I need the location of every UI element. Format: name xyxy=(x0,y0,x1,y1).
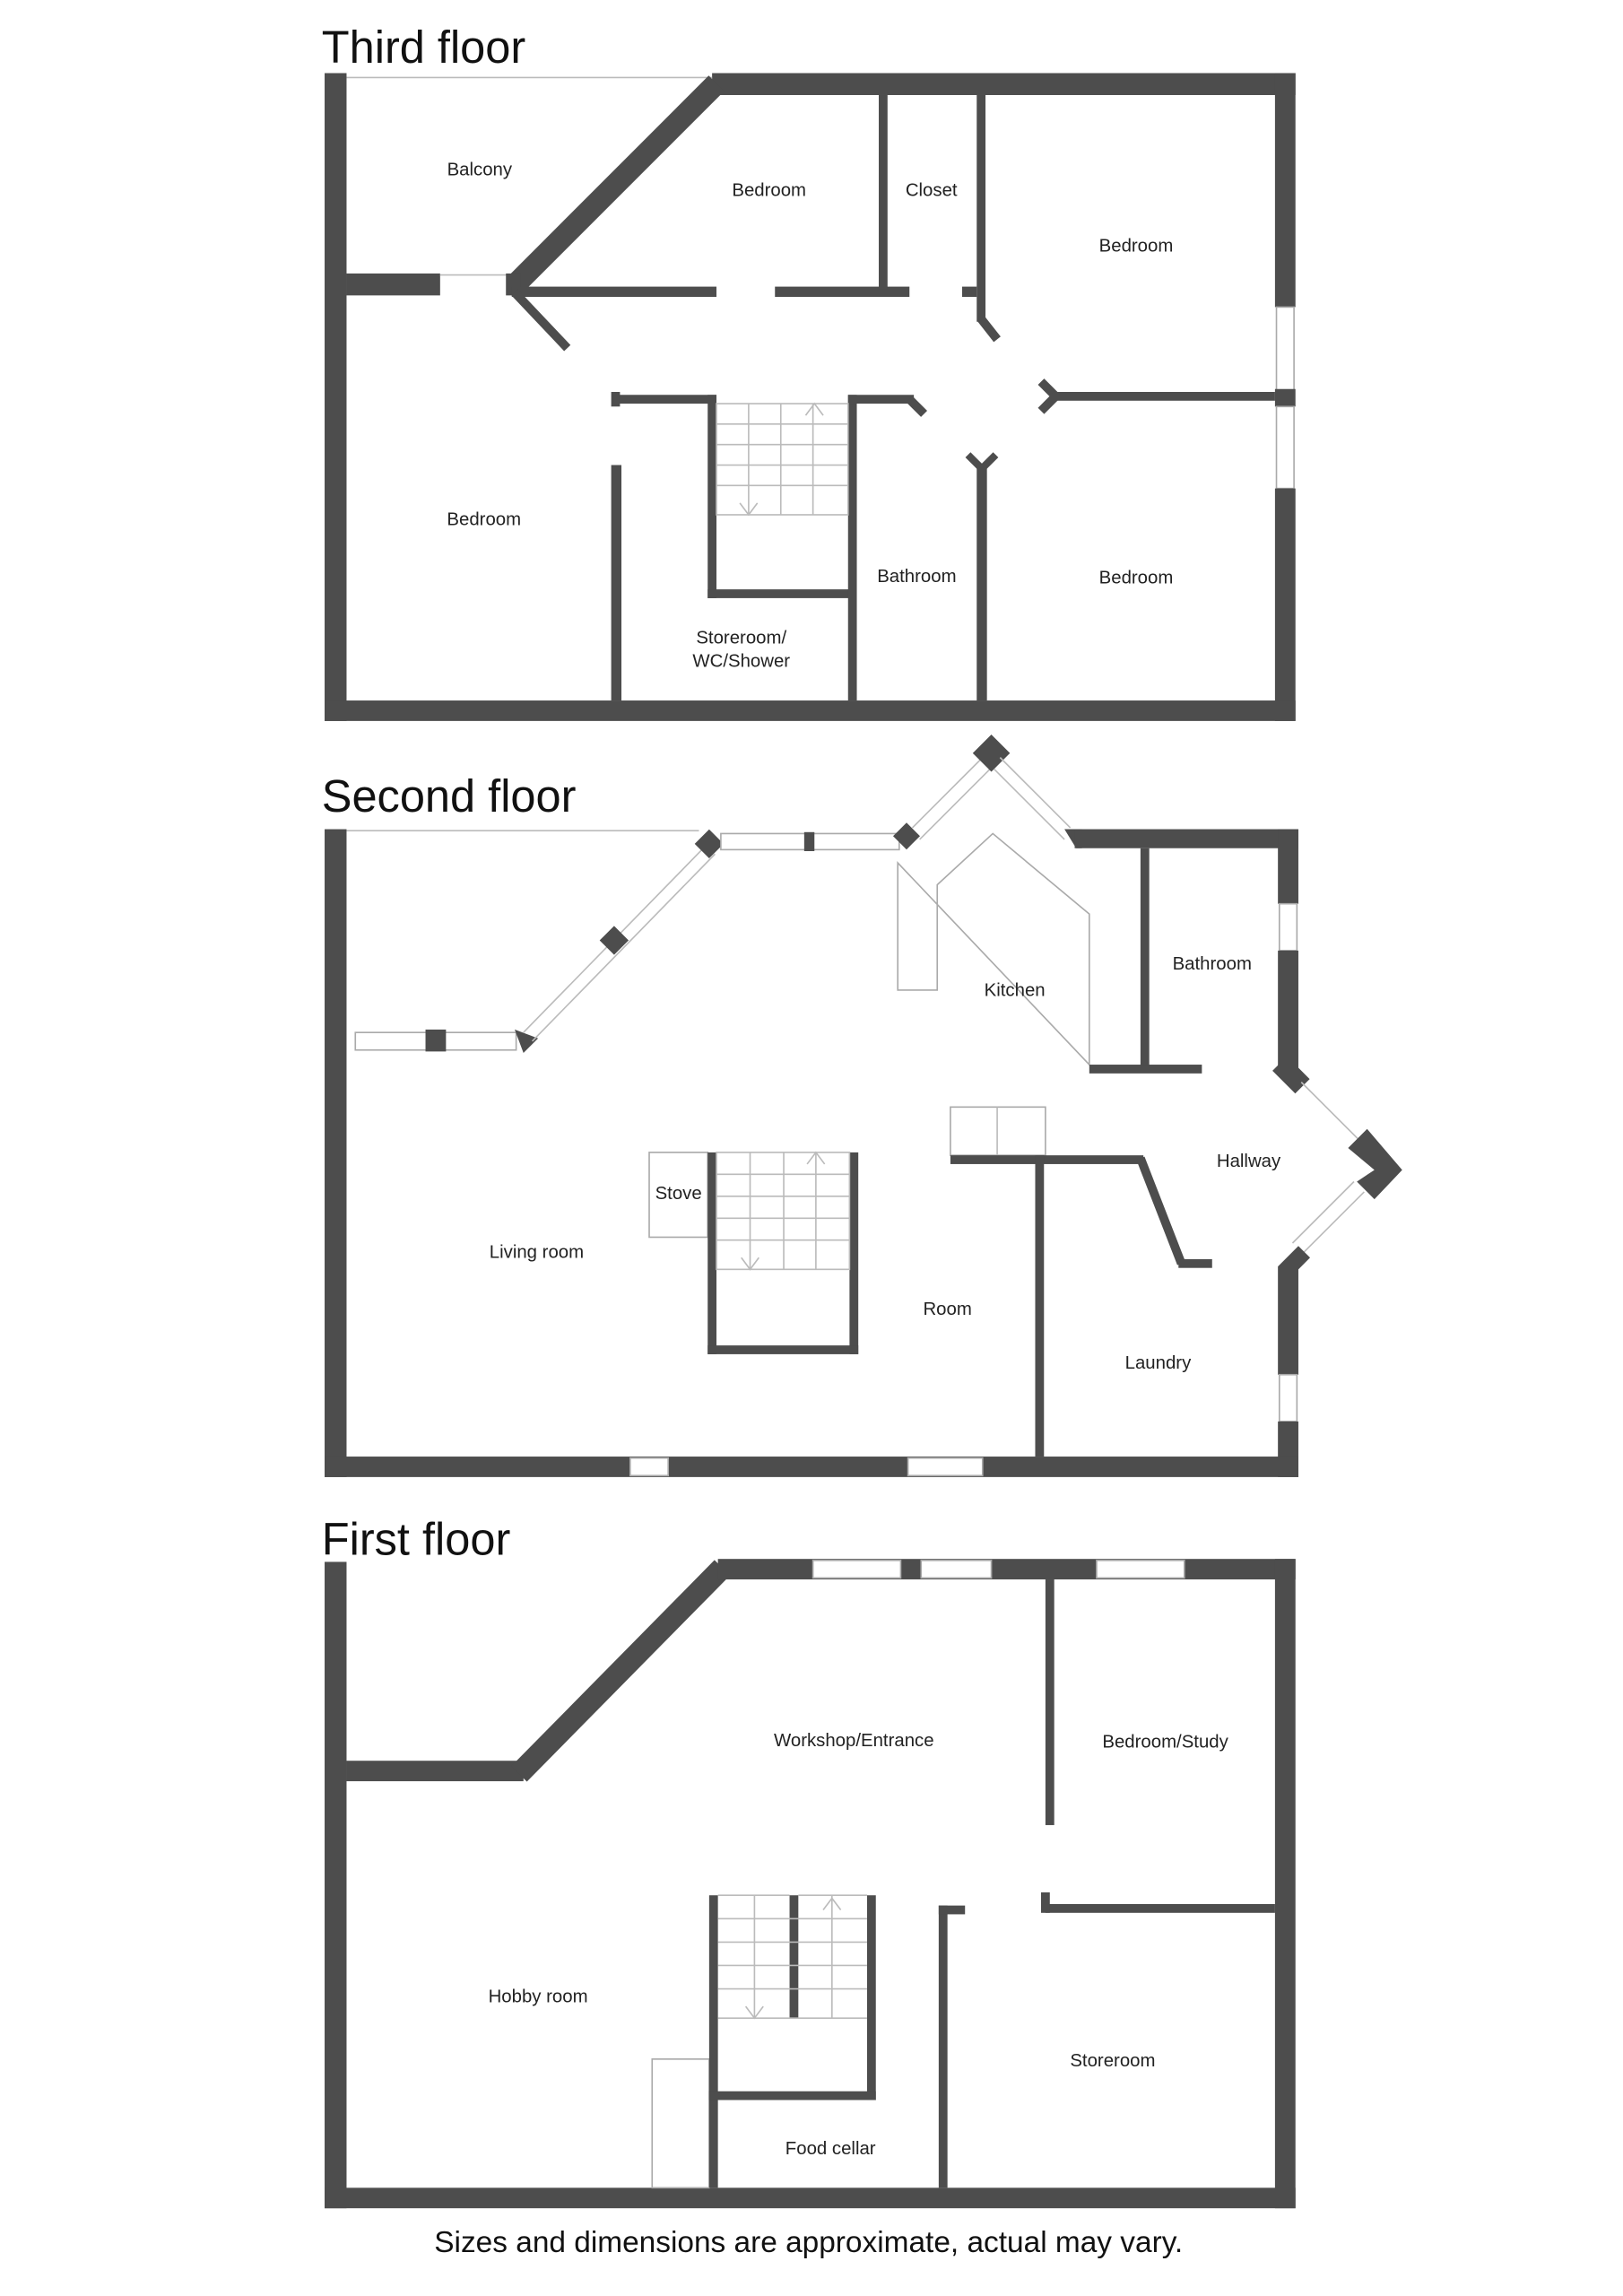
third-floor-stairs xyxy=(716,402,849,517)
second-floor-title: Second floor xyxy=(322,770,577,822)
room-label: Bedroom xyxy=(732,180,806,200)
room-label: Storeroom xyxy=(1070,2051,1155,2071)
room-label: Workshop/Entrance xyxy=(774,1731,934,1751)
room-label: Bedroom xyxy=(447,509,521,529)
third-floor-title: Third floor xyxy=(322,22,525,73)
room-label: Bedroom/Study xyxy=(1102,1733,1228,1752)
room-label: WC/Shower xyxy=(692,652,790,672)
disclaimer-footer: Sizes and dimensions are approximate, ac… xyxy=(434,2226,1183,2259)
room-label: Closet xyxy=(906,180,958,200)
room-label: Storeroom/ xyxy=(696,628,786,648)
room-label: Hobby room xyxy=(489,1987,588,2006)
room-label: Laundry xyxy=(1125,1353,1192,1373)
room-label: Hallway xyxy=(1217,1152,1281,1171)
room-label: Bedroom xyxy=(1099,569,1174,588)
first-floor-stairs xyxy=(717,1894,867,2020)
room-label: Stove xyxy=(655,1184,702,1204)
first-floor-walls xyxy=(325,1559,1296,2209)
room-label: Bathroom xyxy=(1173,954,1252,974)
room-label: Kitchen xyxy=(985,980,1046,1000)
first-floor: First floor xyxy=(322,1513,1296,2209)
second-floor: Second floor xyxy=(322,734,1402,1477)
third-floor-walls xyxy=(325,73,1296,721)
room-label: Room xyxy=(923,1300,971,1319)
second-floor-labels: Kitchen Bathroom Hallway Stove Living ro… xyxy=(490,954,1281,1373)
second-floor-walls xyxy=(325,734,1402,1477)
third-floor-labels: Balcony Bedroom Closet Bedroom Bedroom B… xyxy=(447,161,1173,672)
second-floor-stairs xyxy=(648,1151,859,1354)
room-label: Living room xyxy=(490,1242,584,1262)
room-label: Bathroom xyxy=(877,567,956,587)
room-label: Food cellar xyxy=(785,2139,876,2159)
room-label: Bedroom xyxy=(1099,236,1174,256)
first-floor-labels: Workshop/Entrance Bedroom/Study Hobby ro… xyxy=(489,1731,1229,2159)
first-floor-title: First floor xyxy=(322,1513,511,1564)
third-floor: Third floor xyxy=(322,22,1296,721)
room-label: Balcony xyxy=(447,161,513,180)
